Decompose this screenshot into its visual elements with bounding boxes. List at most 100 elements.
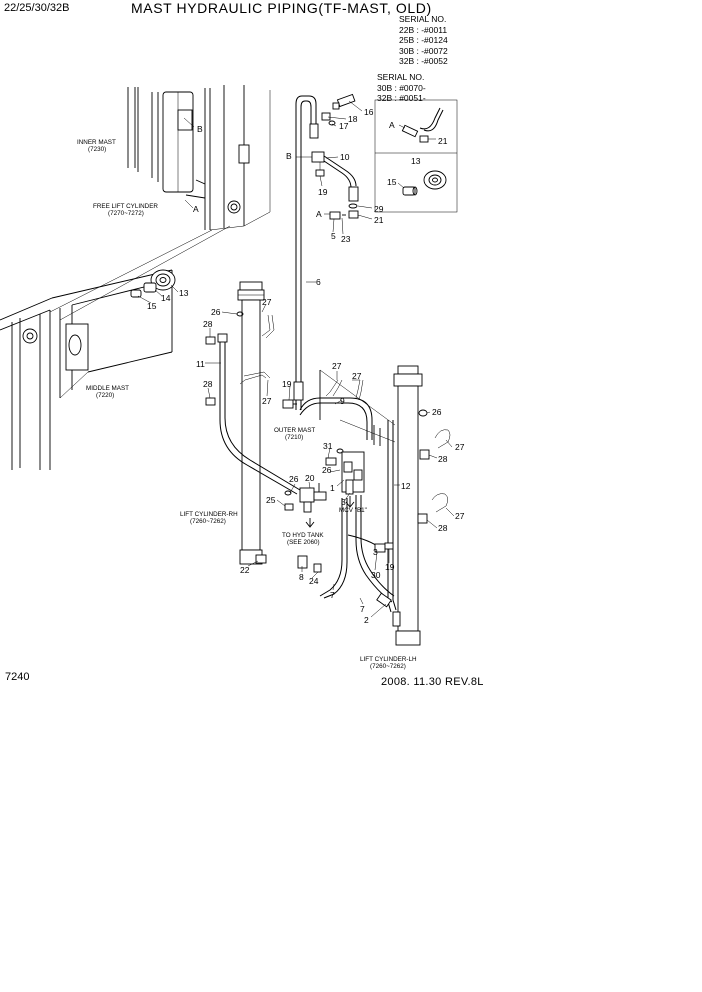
label-free-lift-code: (7270~7272) [108, 210, 144, 217]
label-outer-mast-code: (7210) [285, 434, 303, 441]
callout-8: 8 [299, 572, 304, 582]
detail-fitting-a [401, 107, 444, 143]
callout-21-top: 21 [374, 215, 384, 225]
callout-15: 15 [147, 301, 157, 311]
serial-top-heading: SERIAL NO. [399, 14, 447, 24]
callout-24: 24 [309, 576, 319, 586]
callout-21-box: 21 [438, 136, 448, 146]
label-middle-mast-code: (7220) [96, 392, 114, 399]
callout-28-rh-mid: 28 [203, 379, 213, 389]
callout-a-pipe: A [316, 209, 322, 219]
pipe-9 [299, 397, 373, 440]
callout-1: 1 [330, 483, 335, 493]
middle-mast-sketch [0, 269, 173, 470]
serial-detail-box [374, 99, 458, 213]
label-lift-cyl-rh-code: (7260~7262) [190, 518, 226, 525]
serial-box-line-2: 32B : #0051- [377, 93, 426, 103]
label-see-ref: (SEE 2060) [287, 539, 320, 546]
pipe-10 [311, 151, 359, 219]
label-mcv: MCV "B1" [339, 507, 367, 514]
callout-26-rh: 26 [211, 307, 221, 317]
serial-box-line-1: 30B : #0070- [377, 82, 426, 93]
callout-25: 25 [266, 495, 276, 505]
callout-18: 18 [348, 114, 358, 124]
serial-top-line-4: 32B : -#0052 [399, 56, 448, 66]
callout-27-lh-top: 27 [455, 442, 465, 452]
page-title: MAST HYDRAULIC PIPING(TF-MAST, OLD) [131, 0, 432, 16]
serial-top-line-2: 25B : -#0124 [399, 35, 448, 45]
callout-7-left: 7 [330, 590, 335, 600]
callout-19-mid: 19 [282, 379, 292, 389]
tubes-27 [239, 314, 364, 401]
callout-a-box: A [389, 120, 395, 130]
callout-14: 14 [161, 293, 171, 303]
callout-27-center-b: 27 [352, 371, 362, 381]
pipe-11 [217, 333, 301, 495]
callout-23: 23 [341, 234, 351, 244]
callout-15-box: 15 [387, 177, 397, 187]
leader-lines [137, 100, 455, 618]
detail-bushing-15 [402, 186, 418, 196]
callout-6: 6 [316, 277, 321, 287]
label-free-lift-cylinder: FREE LIFT CYLINDER [93, 203, 158, 210]
callout-27-lh-bot: 27 [455, 511, 465, 521]
callout-12: 12 [401, 481, 411, 491]
inner-mast-sketch [127, 85, 250, 231]
fitting-17-18 [321, 112, 336, 126]
callout-30: 30 [371, 570, 381, 580]
callout-26-center: 26 [322, 465, 332, 475]
callout-19-top: 19 [318, 187, 328, 197]
callout-29: 29 [374, 204, 384, 214]
serial-top-line-3: 30B : -#0072 [399, 45, 448, 56]
fitting-16 [332, 93, 356, 110]
callout-5: 5 [331, 231, 336, 241]
callout-13: 13 [179, 288, 189, 298]
callout-28-lh-bot: 28 [438, 523, 448, 533]
callout-b-pipe: B [286, 151, 292, 161]
callout-27-center-a: 27 [332, 361, 342, 371]
connection-lines [296, 156, 330, 215]
label-lift-cyl-lh: LIFT CYLINDER-LH [360, 656, 417, 663]
callout-26-tee: 26 [289, 474, 299, 484]
clips-26-28 [205, 311, 428, 496]
label-inner-mast-code: (7230) [88, 146, 106, 153]
callout-10: 10 [340, 152, 350, 162]
callout-17: 17 [339, 121, 349, 131]
label-lift-cyl-rh: LIFT CYLINDER-RH [180, 511, 238, 518]
callout-28-rh-top: 28 [203, 319, 213, 329]
callout-13-box: 13 [411, 156, 421, 166]
callout-11: 11 [196, 359, 205, 369]
tee-fitting-20 [284, 483, 327, 528]
fitting-a-5-23 [329, 211, 346, 220]
callout-a-inner: A [193, 204, 199, 214]
label-lift-cyl-lh-code: (7260~7262) [370, 663, 406, 670]
pipe-6 [293, 95, 319, 410]
callout-27-rh-top: 27 [262, 297, 272, 307]
lift-cylinder-rh [237, 281, 267, 565]
j-hooks-27-28 [417, 429, 451, 524]
detail-clamp-13 [423, 170, 447, 190]
divider-line-2 [49, 229, 213, 313]
callout-26-lh: 26 [432, 407, 442, 417]
callout-3-mcv: 3 [341, 497, 346, 507]
serial-box-heading: SERIAL NO. [377, 72, 425, 82]
clamp-13-14 [130, 269, 176, 298]
serial-top-line-1: 22B : -#0011 [399, 24, 448, 35]
page-number: 7240 [5, 671, 30, 683]
divider-line-3 [243, 211, 271, 227]
lift-cylinder-lh [392, 365, 423, 646]
divider-line-1 [59, 225, 231, 321]
callout-27-rh-mid: 27 [262, 396, 272, 406]
callout-20: 20 [305, 473, 315, 483]
pipe-12 [387, 420, 397, 613]
outer-mast-frame [319, 369, 396, 446]
label-middle-mast: MIDDLE MAST [86, 385, 129, 392]
label-outer-mast: OUTER MAST [274, 427, 315, 434]
callout-3-right: 3 [373, 547, 378, 557]
pipe-7b [355, 495, 395, 608]
callout-31: 31 [323, 441, 333, 451]
fitting-30-19 [347, 534, 394, 553]
callout-16: 16 [364, 107, 374, 117]
label-to-hyd-tank: TO HYD TANK [282, 532, 324, 539]
